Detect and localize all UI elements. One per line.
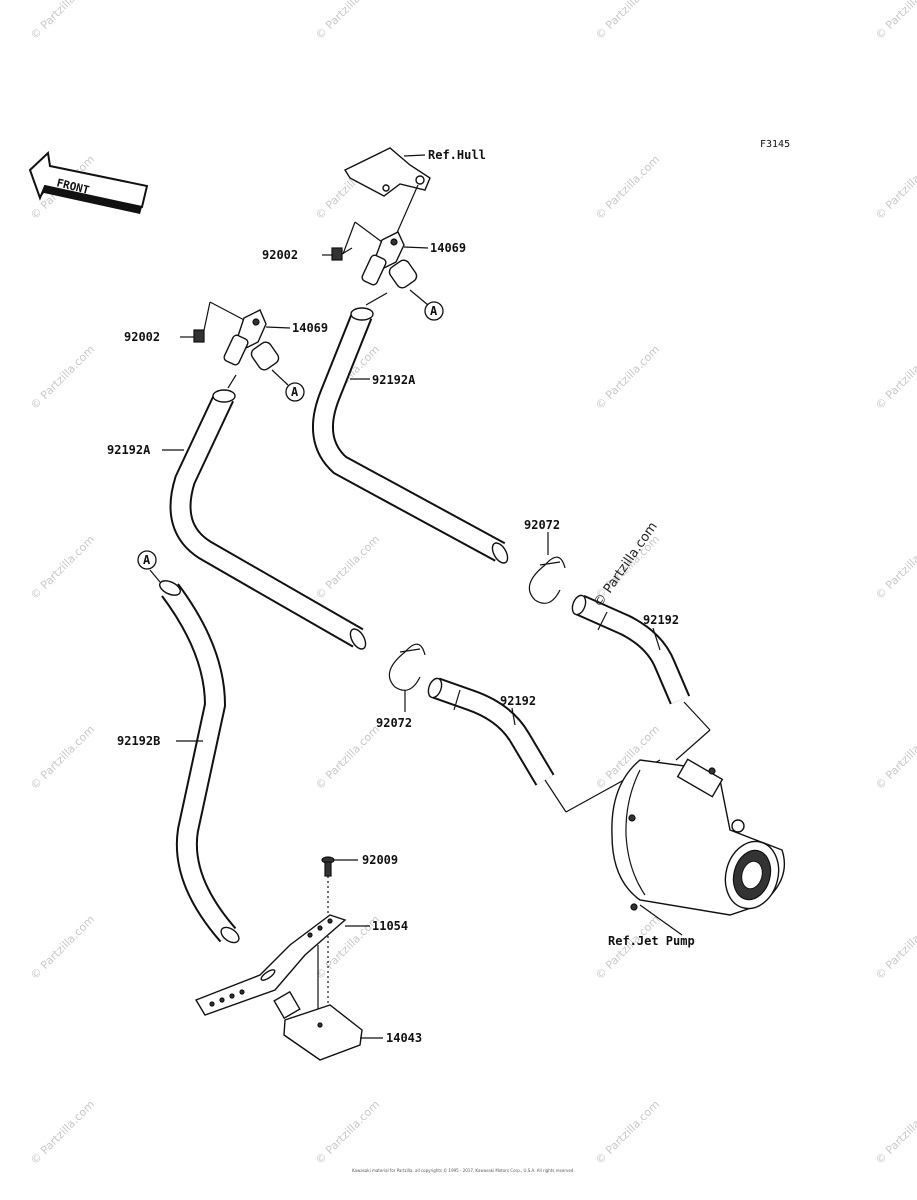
label-92072-upper: 92072 xyxy=(524,518,560,532)
hose-92192a-right xyxy=(312,292,509,564)
watermark-text: © Partzilla.com xyxy=(28,723,97,792)
svg-text:A: A xyxy=(430,304,438,318)
watermark-text: © Partzilla.com xyxy=(313,723,382,792)
callout-a-left: A xyxy=(137,550,157,570)
ref-jet-pump-label: Ref.Jet Pump xyxy=(608,934,695,948)
label-14043: 14043 xyxy=(386,1031,422,1045)
fitting-lower xyxy=(202,301,289,386)
watermark-text: © Partzilla.com xyxy=(593,343,662,412)
strainer-14043 xyxy=(273,990,383,1061)
fitting-upper xyxy=(342,221,429,306)
watermark-text: © Partzilla.com xyxy=(873,343,917,412)
clamp-upper xyxy=(528,532,566,604)
hose-92192b xyxy=(149,569,240,944)
watermark-text: © Partzilla.com xyxy=(873,913,917,982)
watermark-text: © Partzilla.com xyxy=(28,533,97,602)
label-92002-upper: 92002 xyxy=(262,248,298,262)
front-arrow-icon: FRONT xyxy=(28,150,149,214)
watermark-text: © Partzilla.com xyxy=(873,0,917,42)
label-11054: 11054 xyxy=(372,919,408,933)
svg-text:A: A xyxy=(291,385,299,399)
callout-a-middle: A xyxy=(285,382,305,402)
watermark-text: © Partzilla.com xyxy=(873,1098,917,1167)
label-92002-lower: 92002 xyxy=(124,330,160,344)
watermark-text: © Partzilla.com xyxy=(593,0,662,42)
partzilla-feature-watermark: © Partzilla.com xyxy=(591,520,661,611)
watermark-text: © Partzilla.com xyxy=(313,0,382,42)
callout-a-upper: A xyxy=(424,301,444,321)
label-92072-lower: 92072 xyxy=(376,716,412,730)
label-92192a-left: 92192A xyxy=(107,443,151,457)
pump-hose-upper xyxy=(571,594,711,761)
label-92192-lower: 92192 xyxy=(500,694,536,708)
bolt-lower xyxy=(180,329,205,343)
ref-hull-label: Ref.Hull xyxy=(428,148,486,162)
label-92192a-right: 92192A xyxy=(372,373,416,387)
pump-hose-lower xyxy=(427,677,661,813)
hose-92192a-left xyxy=(169,374,367,650)
watermark-text: © Partzilla.com xyxy=(593,153,662,222)
watermark-text: © Partzilla.com xyxy=(28,343,97,412)
watermark-text: © Partzilla.com xyxy=(873,723,917,792)
watermark-text: © Partzilla.com xyxy=(28,913,97,982)
watermark-text: © Partzilla.com xyxy=(873,153,917,222)
label-14069-lower: 14069 xyxy=(292,321,328,335)
jet-pump xyxy=(611,758,786,916)
watermark-text: © Partzilla.com xyxy=(313,1098,382,1167)
copyright-footer: Kawasaki material for Partzilla, all cop… xyxy=(352,1168,575,1173)
label-92192-upper: 92192 xyxy=(643,613,679,627)
watermark-text: © Partzilla.com xyxy=(28,0,97,42)
label-14069-upper: 14069 xyxy=(430,241,466,255)
clamp-lower xyxy=(388,643,426,712)
label-92009: 92009 xyxy=(362,853,398,867)
label-92192b: 92192B xyxy=(117,734,160,748)
screw-92009 xyxy=(321,856,358,1018)
bracket-11054 xyxy=(194,914,370,1020)
watermark-text: © Partzilla.com xyxy=(873,533,917,602)
svg-text:A: A xyxy=(143,553,151,567)
watermark-text: © Partzilla.com xyxy=(313,533,382,602)
figure-code: F3145 xyxy=(760,139,790,150)
watermark-text: © Partzilla.com xyxy=(593,1098,662,1167)
bolt-upper xyxy=(322,247,353,261)
watermark-text: © Partzilla.com xyxy=(28,1098,97,1167)
hull-bracket xyxy=(343,147,431,236)
